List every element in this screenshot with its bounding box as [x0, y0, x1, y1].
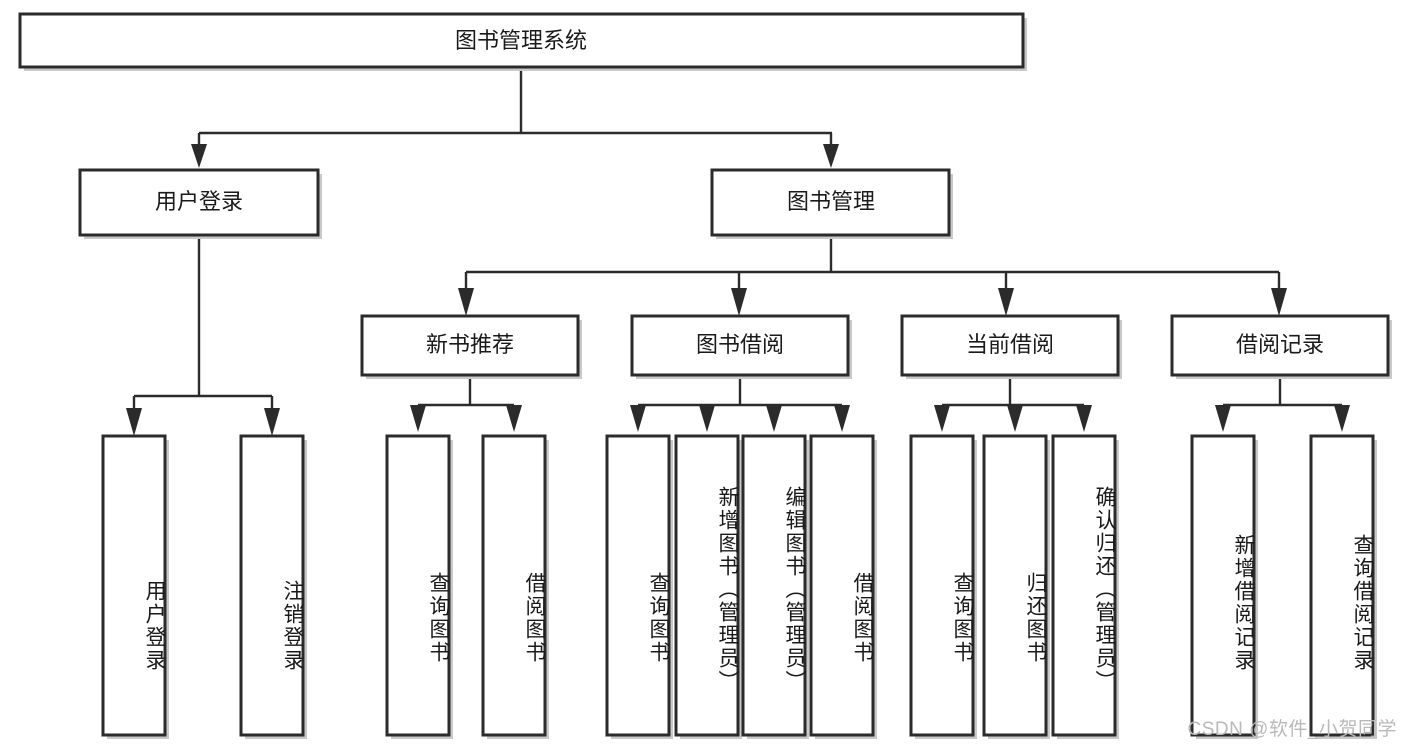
leaf-edit-book-admin-rect: [741, 434, 807, 737]
node-leaf-add-book-admin[interactable]: [674, 434, 742, 739]
node-leaf-query-book-3[interactable]: [909, 434, 977, 739]
node-borrow-record[interactable]: 借阅记录: [1170, 314, 1392, 379]
node-book-borrow-rect: [630, 314, 850, 377]
leaf-query-book-3-rect: [909, 434, 975, 737]
arrow-head-current-borrow: [998, 288, 1014, 316]
leaf-query-book-1-rect: [385, 434, 451, 737]
node-root[interactable]: 图书管理系统: [18, 12, 1027, 71]
leaf-query-borrow-record-rect: [1309, 434, 1375, 737]
node-leaf-add-borrow-record[interactable]: [1190, 434, 1258, 739]
leaf-user-login-rect: [101, 434, 167, 737]
arrow-head-leaf-query-borrow-record: [1334, 405, 1350, 432]
node-user-login-rect: [78, 168, 320, 237]
node-book-management-label: 图书管理: [787, 189, 875, 214]
arrow-head-new-book-recommend: [458, 288, 474, 316]
node-new-book-recommend[interactable]: 新书推荐: [360, 314, 582, 379]
connector-user-login-to-leaves: [126, 235, 280, 436]
leaf-borrow-book-2-rect: [809, 434, 875, 737]
arrow-head-book-management: [823, 144, 839, 168]
node-current-borrow-label: 当前借阅: [966, 332, 1054, 357]
arrow-head-leaf-edit-book-admin: [766, 405, 782, 432]
arrow-head-leaf-confirm-return-admin: [1076, 405, 1092, 432]
arrow-head-user-login: [191, 144, 207, 168]
node-leaf-query-borrow-record[interactable]: [1309, 434, 1377, 739]
leaf-add-book-admin-rect: [674, 434, 740, 737]
node-new-book-recommend-rect: [360, 314, 580, 377]
node-user-login-label: 用户登录: [155, 189, 243, 214]
connector-book-borrow-to-leaves: [630, 375, 850, 432]
node-leaf-query-book-1[interactable]: [385, 434, 453, 739]
node-book-management-rect: [710, 168, 951, 237]
arrow-head-leaf-add-book-admin: [699, 405, 715, 432]
node-current-borrow[interactable]: 当前借阅: [900, 314, 1122, 379]
leaf-borrow-book-1-rect: [481, 434, 547, 737]
arrow-head-leaf-user-login: [126, 408, 142, 436]
connector-book-management-to-level3: [458, 235, 1287, 316]
node-leaf-user-login[interactable]: [101, 434, 169, 739]
connector-root-to-level2: [191, 67, 839, 168]
arrow-head-leaf-add-borrow-record: [1215, 405, 1231, 432]
arrow-head-book-borrow: [731, 288, 747, 316]
arrow-head-leaf-borrow-book-1: [506, 405, 522, 432]
leaf-confirm-return-admin-rect: [1051, 434, 1117, 737]
node-root-label: 图书管理系统: [455, 28, 587, 53]
node-borrow-record-rect: [1170, 314, 1390, 377]
node-book-borrow-label: 图书借阅: [696, 332, 784, 357]
node-new-book-recommend-label: 新书推荐: [426, 332, 514, 357]
node-leaf-return-book[interactable]: [982, 434, 1050, 739]
arrow-head-borrow-record: [1271, 288, 1287, 316]
node-root-rect: [18, 12, 1025, 69]
arrow-head-leaf-return-book: [1007, 405, 1023, 432]
node-leaf-edit-book-admin[interactable]: [741, 434, 809, 739]
node-user-login[interactable]: 用户登录: [78, 168, 322, 239]
leaf-return-book-rect: [982, 434, 1048, 737]
node-leaf-logout[interactable]: [239, 434, 307, 739]
node-book-borrow[interactable]: 图书借阅: [630, 314, 852, 379]
connector-current-borrow-to-leaves: [934, 375, 1092, 432]
connector-borrow-record-to-leaves: [1215, 375, 1350, 432]
node-leaf-confirm-return-admin[interactable]: [1051, 434, 1119, 739]
leaf-boxes: [101, 434, 1377, 739]
arrow-head-leaf-logout: [264, 408, 280, 436]
arrow-head-leaf-query-book-1: [410, 405, 426, 432]
arrow-head-leaf-query-book-2: [630, 405, 646, 432]
arrow-head-leaf-borrow-book-2: [834, 405, 850, 432]
leaf-logout-rect: [239, 434, 305, 737]
node-leaf-query-book-2[interactable]: [605, 434, 673, 739]
node-book-management[interactable]: 图书管理: [710, 168, 953, 239]
node-leaf-borrow-book-1[interactable]: [481, 434, 549, 739]
connector-new-book-recommend-to-leaves: [410, 375, 522, 432]
arrow-head-leaf-query-book-3: [934, 405, 950, 432]
watermark-text: CSDN @软件_小贺同学: [1187, 719, 1397, 740]
leaf-query-book-2-rect: [605, 434, 671, 737]
leaf-add-borrow-record-rect: [1190, 434, 1256, 737]
node-borrow-record-label: 借阅记录: [1236, 332, 1324, 357]
node-leaf-borrow-book-2[interactable]: [809, 434, 877, 739]
node-current-borrow-rect: [900, 314, 1120, 377]
